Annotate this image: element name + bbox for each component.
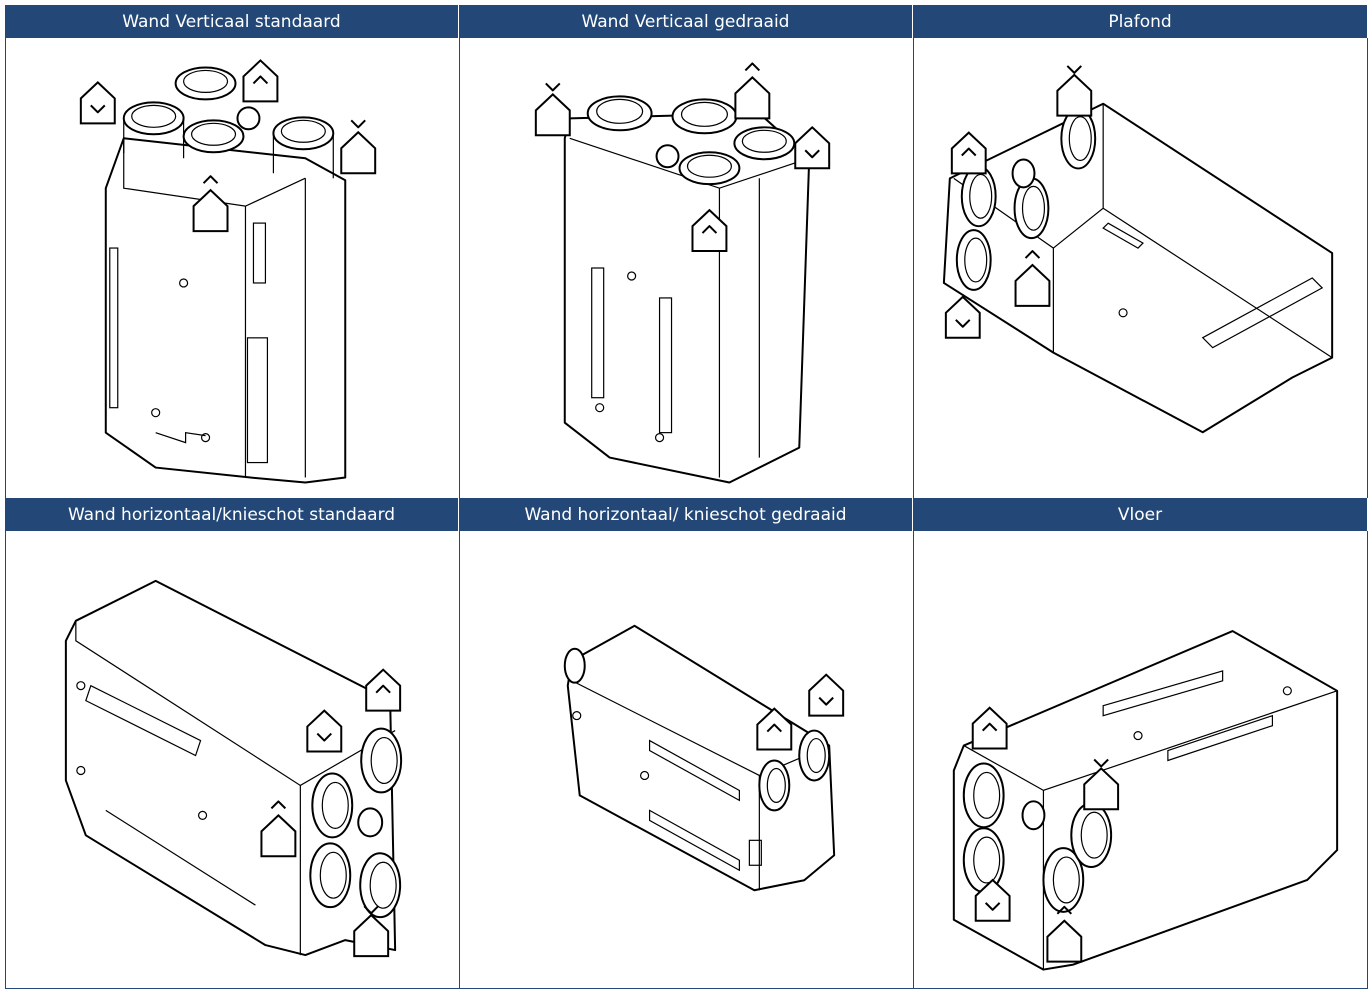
house-supply-arrow-icon	[365, 668, 402, 712]
house-extract-arrow-icon	[79, 81, 116, 125]
house-supply-arrow-icon	[691, 208, 728, 253]
header-ceiling: Plafond	[913, 5, 1368, 38]
duct-ring-group	[962, 762, 1113, 913]
house-extract-arrow-icon	[306, 709, 343, 753]
house-extract-arrow-icon	[944, 295, 981, 339]
unit-vertical-standard-illustration	[79, 59, 377, 484]
duct-ring-group	[586, 95, 796, 186]
unit-ceiling-illustration	[942, 65, 1334, 434]
cell-wall-horizontal-standard	[5, 531, 459, 989]
house-extract-arrow-icon	[808, 673, 845, 717]
house-cross-icon	[534, 82, 571, 137]
cell-wall-horizontal-rotated	[459, 531, 913, 989]
cell-floor	[913, 531, 1368, 989]
house-extract-arrow-icon	[794, 125, 831, 170]
house-cross-icon	[1083, 758, 1120, 811]
unit-floor-illustration	[952, 630, 1339, 971]
header-wall-vertical-standard: Wand Verticaal standaard	[5, 5, 459, 38]
duct-ring-group	[122, 66, 335, 179]
header-wall-horizontal-standard: Wand horizontaal/knieschot standaard	[5, 498, 459, 531]
house-supply-arrow-icon	[950, 131, 987, 175]
unit-vertical-rotated-illustration	[534, 62, 831, 484]
house-supply-arrow-icon	[756, 707, 793, 751]
unit-horizontal-rotated-illustration	[563, 624, 845, 892]
header-wall-vertical-rotated: Wand Verticaal gedraaid	[459, 5, 913, 38]
house-supply-arrow-icon	[192, 175, 229, 233]
house-cross-icon	[1056, 65, 1093, 117]
orientation-table: Wand Verticaal standaard Wand Verticaal …	[5, 5, 1368, 989]
house-supply-arrow-icon	[1046, 905, 1083, 963]
house-cross-icon	[353, 905, 390, 958]
unit-horizontal-standard-illustration	[64, 579, 403, 958]
duct-ring-group	[309, 727, 403, 919]
header-floor: Vloer	[913, 498, 1368, 531]
house-supply-arrow-icon	[734, 62, 771, 120]
house-supply-arrow-icon	[1014, 250, 1051, 307]
house-supply-arrow-icon	[260, 800, 297, 858]
duct-ring-group	[563, 647, 831, 866]
cell-ceiling	[913, 38, 1368, 498]
duct-ring-group	[955, 107, 1097, 291]
header-wall-horizontal-rotated: Wand horizontaal/ knieschot gedraaid	[459, 498, 913, 531]
cell-wall-vertical-standard	[5, 38, 459, 498]
house-supply-arrow-icon	[242, 59, 279, 103]
house-cross-icon	[340, 119, 377, 175]
cell-wall-vertical-rotated	[459, 38, 913, 498]
house-supply-arrow-icon	[971, 706, 1008, 750]
house-extract-arrow-icon	[974, 878, 1011, 922]
